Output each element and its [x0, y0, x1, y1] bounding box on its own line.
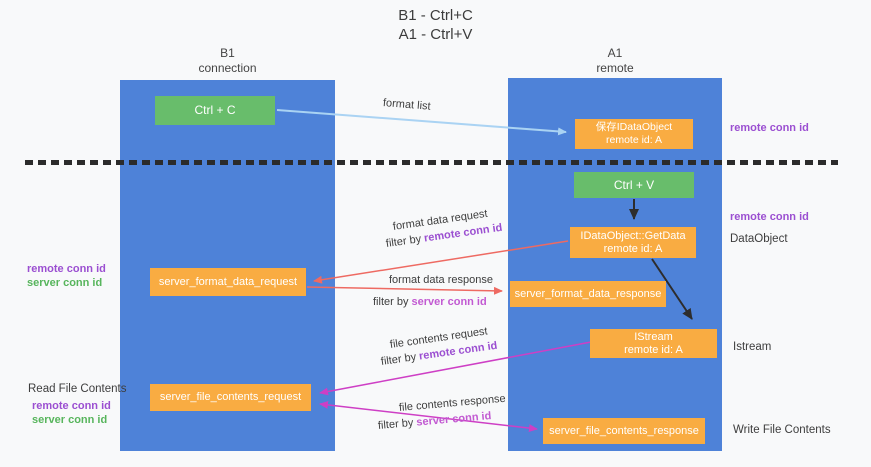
- right-column-name: A1: [607, 46, 623, 60]
- file-contents-request-arrow: [319, 341, 592, 396]
- ctrl-v-box: Ctrl + V: [574, 172, 694, 198]
- format-data-request-arrow: [313, 240, 569, 284]
- istream-line2: remote id: A: [624, 343, 683, 356]
- server-file-contents-response-label: server_file_contents_response: [549, 424, 699, 437]
- getdata-box: IDataObject::GetData remote id: A: [570, 227, 696, 258]
- dashed-divider-line: [25, 160, 838, 165]
- getdata-line2: remote id: A: [603, 242, 663, 255]
- server-file-contents-request-label: server_file_contents_request: [159, 391, 302, 403]
- remote-conn-id-left-1: remote conn id: [27, 263, 106, 275]
- left-column-header: B1 connection: [120, 46, 335, 76]
- format-data-response-arrow: [306, 286, 503, 295]
- format-list-arrow: [276, 109, 567, 136]
- save-dataobject-line1: 保存IDataObject: [595, 121, 673, 133]
- getdata-line1: IDataObject::GetData: [580, 229, 686, 242]
- left-column-role: connection: [198, 61, 257, 75]
- ctrl-v-label: Ctrl + V: [613, 177, 655, 192]
- server-format-data-response-label: server_format_data_response: [514, 287, 662, 300]
- istream-box: IStream remote id: A: [590, 329, 717, 358]
- server-conn-id-text: server conn id: [411, 296, 487, 308]
- istream-side-label: Istream: [733, 341, 772, 353]
- left-column-name: B1: [220, 46, 235, 60]
- write-file-contents-label: Write File Contents: [733, 424, 831, 436]
- title-line-2: A1 - Ctrl+V: [398, 26, 473, 43]
- server-format-data-request-box: server_format_data_request: [150, 268, 306, 296]
- save-dataobject-box: 保存IDataObject remote id: A: [575, 119, 693, 149]
- remote-conn-id-right-mid: remote conn id: [730, 211, 809, 223]
- server-conn-id-left-2: server conn id: [32, 414, 108, 426]
- server-format-data-response-box: server_format_data_response: [510, 281, 666, 307]
- right-column-header: A1 remote: [508, 46, 722, 76]
- save-dataobject-line2: remote id: A: [605, 134, 663, 146]
- format-data-response-label: format data response: [389, 274, 493, 286]
- server-file-contents-response-box: server_file_contents_response: [543, 418, 705, 444]
- diagram-title: B1 - Ctrl+C A1 - Ctrl+V: [0, 6, 871, 44]
- title-line-1: B1 - Ctrl+C: [398, 7, 473, 24]
- dataobject-label: DataObject: [730, 233, 788, 245]
- server-file-contents-request-box: server_file_contents_request: [150, 384, 311, 411]
- server-format-data-request-label: server_format_data_request: [158, 275, 298, 288]
- read-file-contents-label: Read File Contents: [28, 383, 127, 395]
- file-contents-response-arrow: [319, 400, 538, 433]
- ctrl-c-box: Ctrl + C: [155, 96, 275, 125]
- server-conn-id-left-1: server conn id: [27, 277, 103, 289]
- remote-conn-id-right-top: remote conn id: [730, 122, 809, 134]
- remote-conn-id-left-2: remote conn id: [32, 400, 111, 412]
- filter-prefix: filter by: [373, 296, 412, 308]
- getdata-to-istream-arrow: [651, 258, 693, 320]
- ctrl-c-label: Ctrl + C: [194, 103, 236, 117]
- istream-line1: IStream: [634, 330, 673, 343]
- right-column-role: remote: [596, 61, 634, 75]
- filter-by-server-conn-id-label-1: filter by server conn id: [373, 296, 487, 308]
